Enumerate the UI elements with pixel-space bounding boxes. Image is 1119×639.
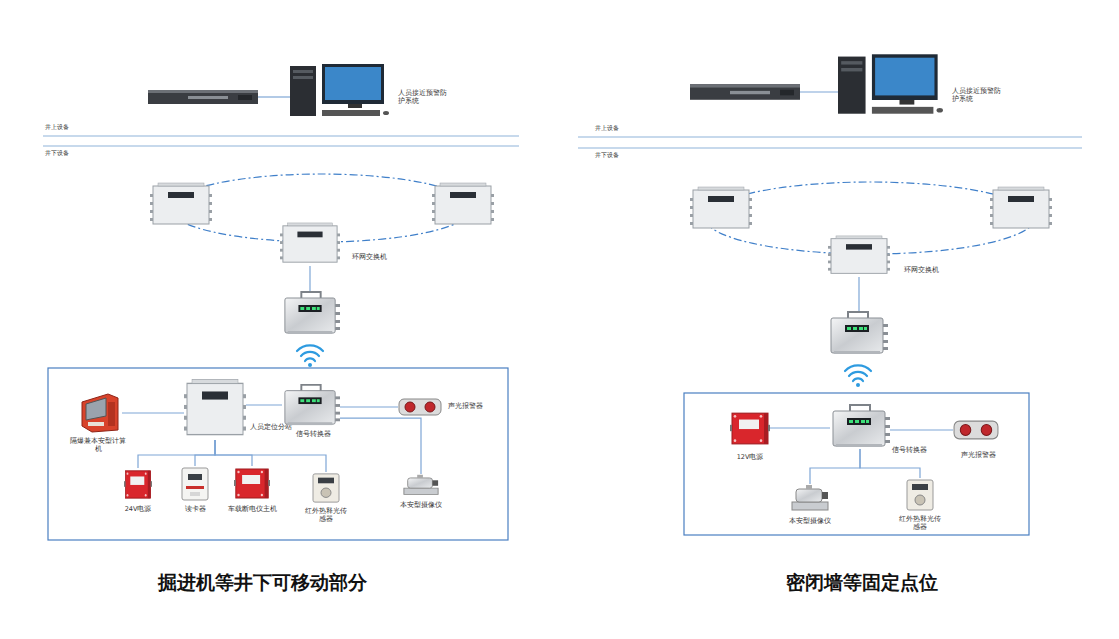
device-icon <box>124 468 152 500</box>
device-node: 12V电源 <box>730 410 770 446</box>
device-icon <box>180 466 210 502</box>
device-icon <box>838 52 944 116</box>
device-label: 信号转换器 <box>288 431 338 439</box>
device-icon <box>730 410 770 446</box>
device-icon <box>905 478 935 512</box>
device-label: 隔爆兼本安型计算机 <box>70 438 126 454</box>
panel-caption: 密闭墙等固定点位 <box>786 570 938 596</box>
device-node: 读卡器 <box>180 466 210 502</box>
device-label: 车载断电仪主机 <box>222 506 282 514</box>
device-label: 本安型摄像仪 <box>396 502 446 510</box>
device-node: 本安型摄像仪 <box>402 474 440 496</box>
connector-line <box>195 440 215 466</box>
device-label: 红外热释光传感器 <box>302 508 350 524</box>
device-node: 人员定位分站 <box>184 378 246 440</box>
device-label: 读卡器 <box>175 506 215 514</box>
device-node: 隔爆兼本安型计算机 <box>78 392 122 434</box>
connector-line <box>122 412 184 413</box>
connector-line <box>890 429 953 430</box>
device-icon <box>830 403 890 449</box>
device-label: 环网交换机 <box>904 267 954 275</box>
device-icon <box>280 222 340 266</box>
connector-line <box>340 418 421 474</box>
device-label: 本安型摄像仪 <box>780 518 840 526</box>
panel-caption: 掘进机等井下可移动部分 <box>158 570 367 596</box>
device-node: 环网交换机 <box>828 235 890 277</box>
device-node: 信号转换器 <box>830 403 890 449</box>
device-node: 人员接近预警防护系统 <box>838 52 944 116</box>
device-label: 环网交换机 <box>352 254 402 262</box>
device-node: 24V电源 <box>124 468 152 500</box>
connector-line <box>810 449 860 484</box>
device-icon <box>78 392 122 434</box>
device-label: 声光报警器 <box>448 403 488 411</box>
device-label: 24V电源 <box>118 506 158 514</box>
device-node: 车载断电仪主机 <box>234 466 270 500</box>
device-label: 红外热释光传感器 <box>896 516 944 532</box>
zone-label: 井下设备 <box>45 149 69 158</box>
connector-line <box>215 440 326 472</box>
device-label: 12V电源 <box>725 454 775 462</box>
device-node: 红外热释光传感器 <box>311 472 341 504</box>
device-icon <box>311 472 341 504</box>
zone-label: 井上设备 <box>595 124 619 133</box>
device-node: 环网交换机 <box>280 222 340 266</box>
device-icon <box>402 474 440 496</box>
device-icon <box>790 484 830 512</box>
device-icon <box>953 420 999 440</box>
device-node: 红外热释光传感器 <box>905 478 935 512</box>
device-node: 人员接近预警防护系统 <box>290 62 390 118</box>
connector-line <box>138 440 215 468</box>
device-label: 声光报警器 <box>956 452 1000 460</box>
connector-line <box>770 427 830 428</box>
zone-label: 井下设备 <box>595 151 619 160</box>
device-node: 声光报警器 <box>398 398 442 416</box>
device-icon <box>234 466 270 500</box>
device-label: 信号转换器 <box>892 447 942 455</box>
zone-label: 井上设备 <box>45 123 69 132</box>
connector-line <box>340 406 398 407</box>
device-icon <box>184 378 246 440</box>
device-icon <box>282 383 340 427</box>
device-icon <box>828 235 890 277</box>
device-label: 人员接近预警防护系统 <box>952 88 1006 104</box>
device-node: 本安型摄像仪 <box>790 484 830 512</box>
device-label: 人员接近预警防护系统 <box>398 90 452 106</box>
device-node: 声光报警器 <box>953 420 999 440</box>
device-icon <box>398 398 442 416</box>
connector-line <box>246 404 282 405</box>
device-node: 信号转换器 <box>282 383 340 427</box>
connector-line <box>215 440 252 466</box>
device-label: 人员定位分站 <box>250 424 300 432</box>
device-icon <box>290 62 390 118</box>
